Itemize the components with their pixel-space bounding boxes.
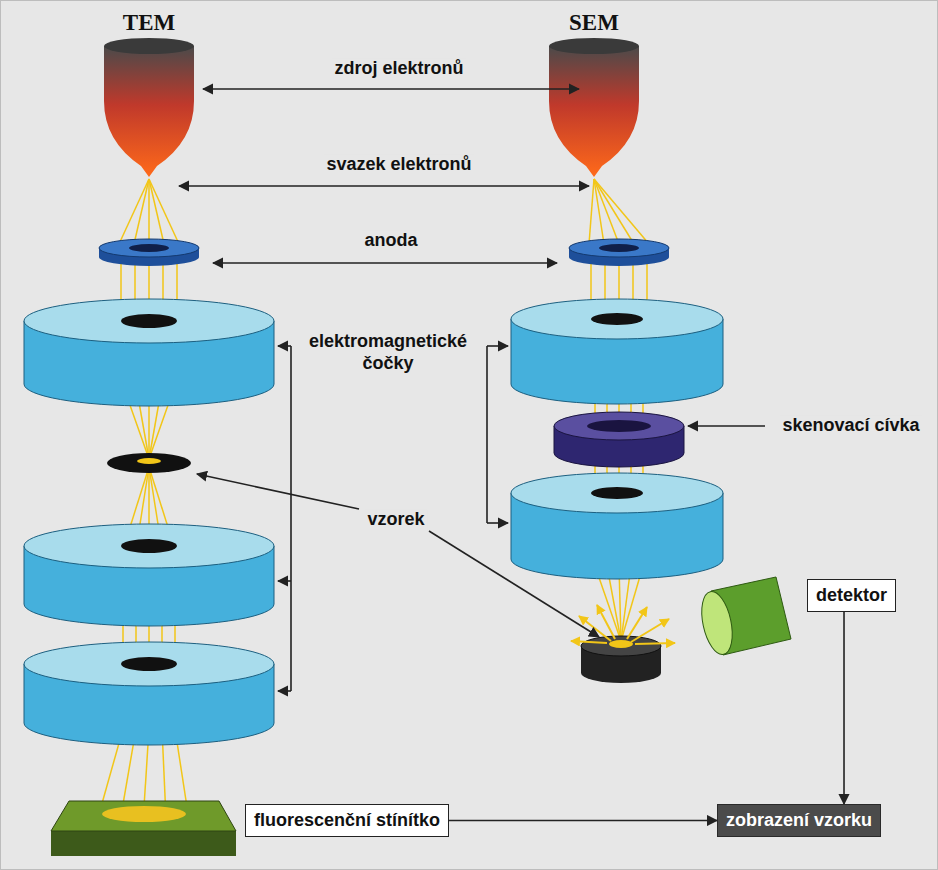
- fluorescent-screen: [51, 801, 236, 856]
- leader-line: [486, 346, 488, 523]
- part-label: skenovací cívka: [779, 415, 922, 437]
- electron-source: [104, 46, 194, 177]
- part-label: elektromagnetické čočky: [297, 331, 479, 374]
- leader-line: [688, 425, 765, 427]
- fluorescent-screen: [51, 831, 236, 856]
- node-text: detektor: [816, 585, 887, 606]
- sem-sample: [609, 640, 633, 648]
- leader-line: [278, 690, 291, 692]
- electron-rays: [594, 179, 634, 244]
- leader-line: [179, 185, 589, 187]
- electromagnetic-lens: [24, 642, 274, 686]
- anode-ring: [569, 239, 669, 257]
- electron-source: [104, 38, 194, 54]
- electromagnetic-lens: [591, 313, 643, 325]
- leader-line: [203, 88, 579, 90]
- leader-line: [197, 474, 359, 509]
- column-title: TEM: [120, 9, 178, 37]
- electron-source: [104, 38, 639, 177]
- electron-rays: [594, 179, 649, 244]
- electron-rays: [589, 179, 594, 244]
- electromagnetic-lens: [24, 299, 274, 343]
- display-box: zobrazení vzorku: [717, 804, 881, 837]
- tem-sample: [107, 453, 191, 473]
- scattered-electrons: [571, 641, 607, 643]
- scanning-coil: [587, 420, 651, 432]
- flow-arrow: [449, 820, 717, 822]
- electron-rays: [134, 179, 149, 244]
- scanning-coil: [554, 412, 684, 440]
- electron-rays: [149, 179, 179, 244]
- detector-box: detektor: [807, 579, 896, 612]
- anode-ring: [129, 244, 169, 252]
- tem-sample: [137, 458, 161, 464]
- electromagnetic-lens: [511, 299, 723, 339]
- electron-rays: [149, 179, 164, 244]
- electron-source: [549, 46, 639, 177]
- part-label: svazek elektronů: [323, 154, 474, 176]
- leader-line: [278, 580, 291, 582]
- anode-ring: [599, 244, 639, 252]
- node-text: zobrazení vzorku: [726, 810, 872, 831]
- leader-line: [213, 262, 557, 264]
- scattered-electrons: [635, 643, 675, 644]
- scattered-electrons: [597, 605, 615, 639]
- fluorescent-screen: [51, 801, 236, 831]
- electron-rays: [148, 179, 150, 244]
- leader-line: [429, 531, 599, 637]
- sem-sample: [581, 636, 661, 656]
- electromagnetic-lens: [121, 539, 177, 553]
- scattered-electrons: [579, 616, 611, 641]
- scattered-electrons: [631, 619, 669, 642]
- electron-source: [549, 38, 639, 54]
- detector-cylinder: [697, 577, 791, 657]
- leader-line: [487, 345, 508, 347]
- electromagnetic-lens: [121, 657, 177, 671]
- electron-rays: [119, 179, 149, 244]
- scanning-coil: [554, 412, 684, 467]
- electromagnetic-lens: [591, 487, 643, 499]
- electromagnetic-lens: [24, 299, 723, 745]
- part-label: anoda: [361, 230, 420, 252]
- fluorescent-screen: [102, 806, 186, 822]
- leader-line: [290, 346, 292, 691]
- tem-sample: [107, 453, 191, 473]
- screen-box: fluorescenční stínítko: [245, 804, 449, 837]
- column-title: SEM: [566, 9, 622, 37]
- electromagnetic-lens: [511, 473, 723, 513]
- leader-line: [179, 89, 765, 691]
- electron-rays: [594, 179, 619, 244]
- anode-ring: [99, 239, 199, 257]
- part-label: vzorek: [364, 509, 427, 531]
- electromagnetic-lens: [24, 524, 274, 568]
- scattered-electrons: [571, 605, 675, 644]
- part-label: zdroj elektronů: [331, 58, 466, 80]
- leader-line: [487, 522, 508, 524]
- node-text: fluorescenční stínítko: [254, 810, 440, 831]
- electromagnetic-lens: [121, 314, 177, 328]
- flow-arrow: [843, 612, 845, 804]
- leader-line: [278, 345, 291, 347]
- detector-cylinder: [697, 589, 738, 657]
